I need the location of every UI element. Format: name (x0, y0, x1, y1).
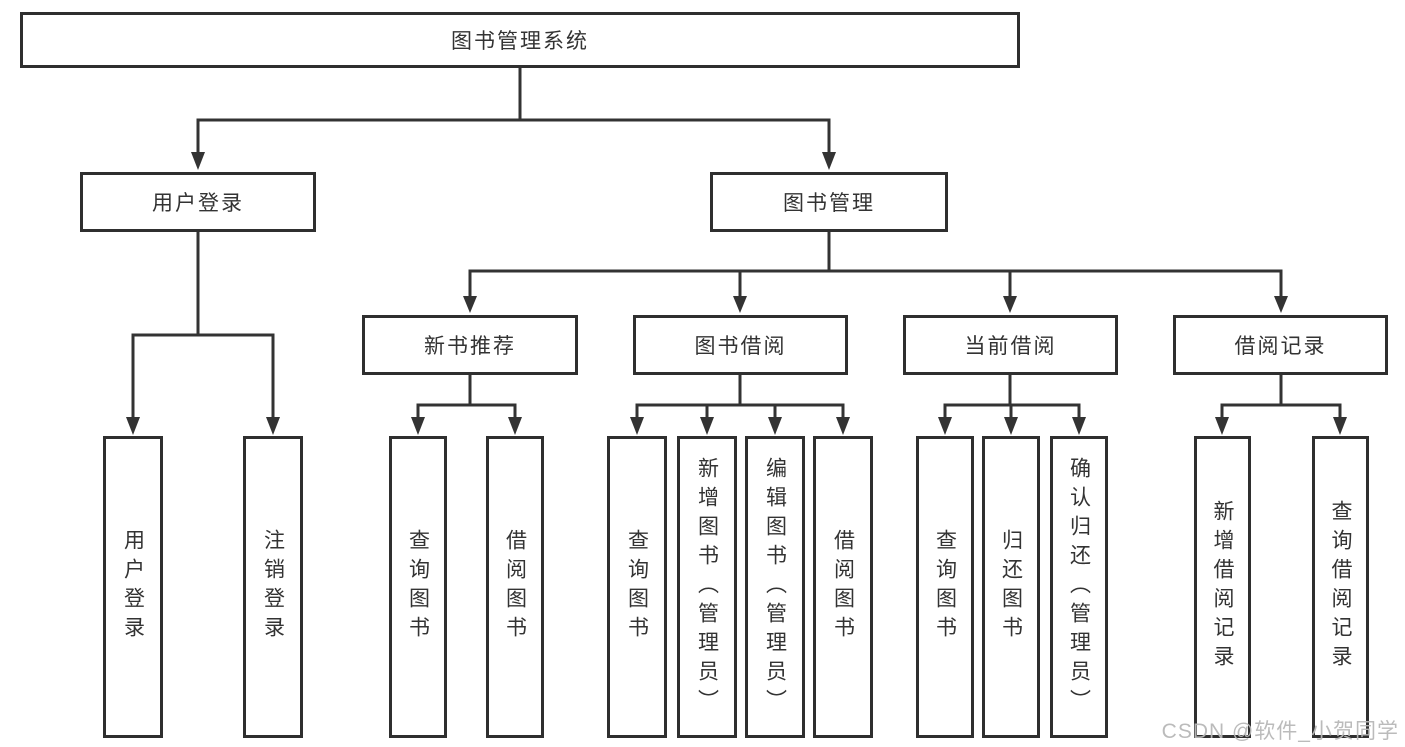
node-system-root: 图书管理系统 (20, 12, 1020, 68)
node-label: 当前借阅 (964, 335, 1057, 358)
node-label: 新书推荐 (424, 335, 516, 358)
node-new-book-recommend: 新书推荐 (362, 315, 578, 375)
leaf-logout-login: 注销登录 (243, 436, 303, 738)
leaf-label: 确认归还（管理员） (1067, 456, 1091, 718)
leaf-recommend-query-book: 查询图书 (389, 436, 447, 738)
leaf-borrow-query-book: 查询图书 (607, 436, 667, 738)
node-book-borrow: 图书借阅 (633, 315, 848, 375)
node-label: 图书管理系统 (451, 30, 589, 53)
leaf-label: 新增图书（管理员） (695, 456, 719, 718)
arrowheads (126, 152, 1347, 435)
leaf-label: 注销登录 (261, 529, 285, 645)
leaf-label: 查询借阅记录 (1329, 500, 1352, 674)
leaf-current-query-book: 查询图书 (916, 436, 974, 738)
leaf-label: 新增借阅记录 (1211, 500, 1234, 674)
node-book-management: 图书管理 (710, 172, 948, 232)
leaf-label: 查询图书 (406, 529, 430, 645)
node-label: 借阅记录 (1234, 335, 1327, 358)
node-user-login: 用户登录 (80, 172, 316, 232)
leaf-borrow-book: 借阅图书 (813, 436, 873, 738)
leaf-label: 归还图书 (999, 529, 1023, 645)
leaf-label: 编辑图书（管理员） (763, 456, 787, 718)
csdn-watermark: CSDN @软件_小贺同学 (1161, 720, 1399, 743)
node-label: 图书借阅 (694, 335, 787, 358)
leaf-label: 借阅图书 (831, 529, 855, 645)
leaf-add-borrow-record: 新增借阅记录 (1194, 436, 1251, 738)
leaf-return-book: 归还图书 (982, 436, 1040, 738)
leaf-user-login: 用户登录 (103, 436, 163, 738)
leaf-confirm-return-admin: 确认归还（管理员） (1050, 436, 1108, 738)
leaf-query-borrow-record: 查询借阅记录 (1312, 436, 1369, 738)
node-current-borrow: 当前借阅 (903, 315, 1118, 375)
node-label: 用户登录 (152, 192, 244, 215)
leaf-label: 查询图书 (933, 529, 957, 645)
leaf-label: 查询图书 (625, 529, 649, 645)
leaf-label: 用户登录 (121, 529, 145, 645)
leaf-label: 借阅图书 (503, 529, 527, 645)
leaf-recommend-borrow-book: 借阅图书 (486, 436, 544, 738)
leaf-edit-book-admin: 编辑图书（管理员） (745, 436, 805, 738)
node-label: 图书管理 (783, 192, 875, 215)
leaf-add-book-admin: 新增图书（管理员） (677, 436, 737, 738)
node-borrow-record: 借阅记录 (1173, 315, 1388, 375)
